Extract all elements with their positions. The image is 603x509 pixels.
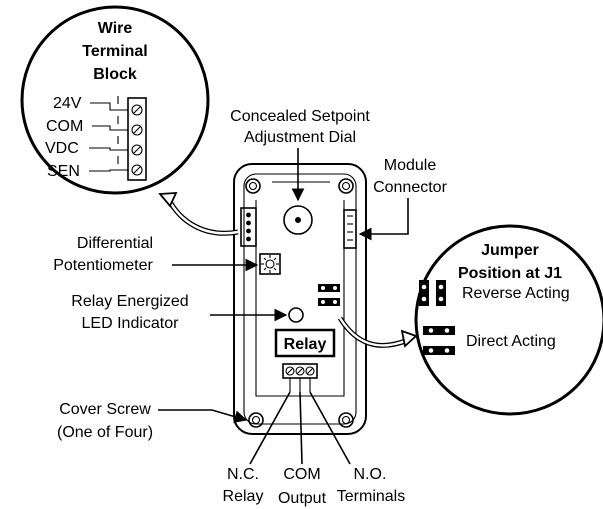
no-label: N.O. <box>354 466 387 483</box>
terminals-caption: Terminals <box>337 488 405 505</box>
led-label-line2: LED Indicator <box>82 315 180 332</box>
relay-led <box>288 307 304 323</box>
no-leader <box>309 391 351 465</box>
wire-terminal-title-3: Block <box>93 66 137 83</box>
terminal-sen: SEN <box>47 163 80 180</box>
setpoint-dial <box>283 205 313 235</box>
terminal-vdc: VDC <box>45 140 79 157</box>
setpoint-label-line2: Adjustment Dial <box>244 129 356 146</box>
reverse-acting-label: Reverse Acting <box>462 285 570 302</box>
jumper-title-1: Jumper <box>481 242 539 259</box>
direct-acting-label: Direct Acting <box>466 333 556 350</box>
output-terminals <box>282 363 318 392</box>
terminal-com: COM <box>46 118 83 135</box>
cover-screw-bottom-right <box>338 412 354 428</box>
relay-box: Relay <box>274 328 336 358</box>
wire-terminal-callout: Wire Terminal Block 24V COM VDC SEN <box>20 5 210 195</box>
module-connector <box>343 209 357 249</box>
device-body <box>233 163 367 435</box>
com-leader <box>299 391 303 465</box>
wire-terminal-title-1: Wire <box>98 20 133 37</box>
board-terminal-block <box>240 207 257 247</box>
wire-terminal-pointer <box>165 196 239 236</box>
reverse-acting-jumper-icon <box>419 280 446 306</box>
module-leader <box>358 198 409 241</box>
cover-screw-top-right <box>338 178 354 194</box>
differential-label-line1: Differential <box>77 235 153 252</box>
jumper-callout: Jumper Position at J1 Reverse Acting Dir… <box>414 224 603 416</box>
differential-potentiometer <box>259 253 281 275</box>
differential-label-line2: Potentiometer <box>53 257 153 274</box>
output-caption: Output <box>278 490 327 507</box>
com-label: COM <box>283 466 320 483</box>
direct-acting-jumper-icon <box>423 326 455 355</box>
jumper-title-2: Position at J1 <box>458 265 562 282</box>
cover-screw-leader <box>158 409 248 423</box>
module-label-line1: Module <box>384 157 437 174</box>
cover-screw-label-line2: (One of Four) <box>57 424 153 441</box>
relay-caption: Relay <box>223 488 264 505</box>
module-label-line2: Connector <box>373 179 447 196</box>
cover-screw-bottom-left <box>248 412 264 428</box>
cover-screw-top-left <box>245 178 261 194</box>
setpoint-label-line1: Concealed Setpoint <box>230 108 370 125</box>
terminal-24v: 24V <box>53 95 82 112</box>
cover-screw-label-line1: Cover Screw <box>59 401 151 418</box>
relay-label: Relay <box>284 336 327 353</box>
nc-leader <box>249 391 291 465</box>
led-label-line1: Relay Energized <box>71 293 188 310</box>
nc-label: N.C. <box>227 466 259 483</box>
board-jumper-j1 <box>318 284 340 306</box>
wire-terminal-title-2: Terminal <box>82 43 148 60</box>
